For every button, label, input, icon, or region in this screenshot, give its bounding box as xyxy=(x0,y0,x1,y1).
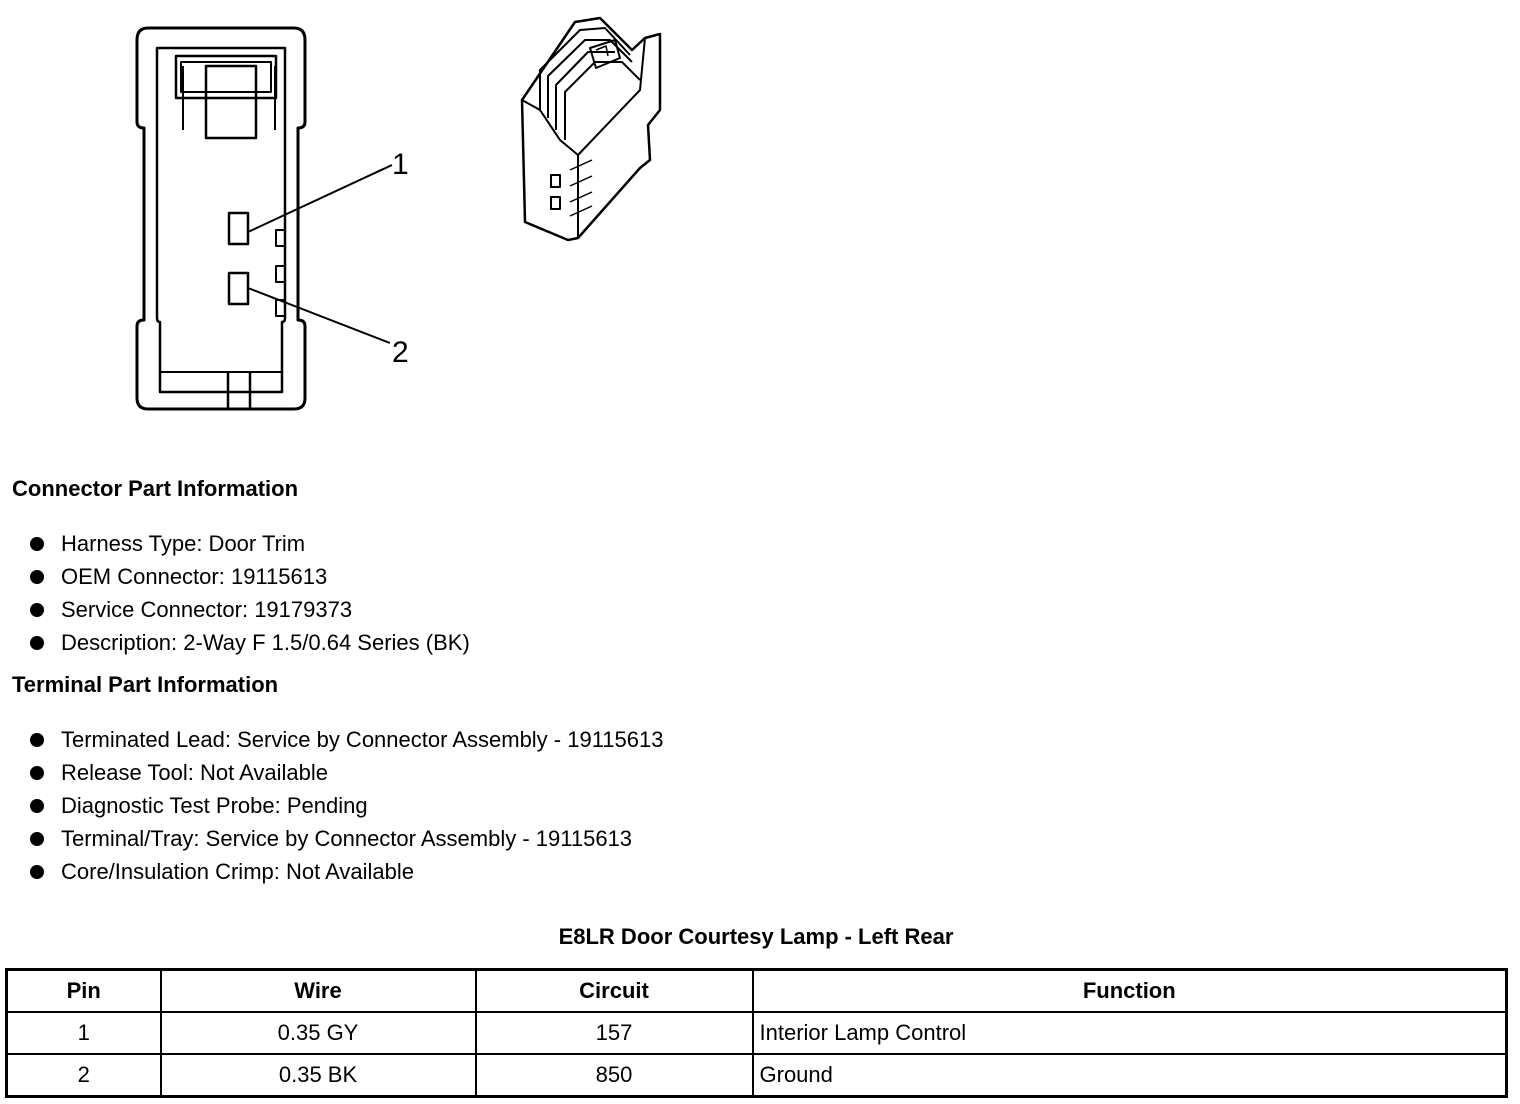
header-pin: Pin xyxy=(5,968,162,1013)
list-item: Terminated Lead: Service by Connector As… xyxy=(28,723,664,756)
callout-2: 2 xyxy=(392,336,409,369)
list-item: Release Tool: Not Available xyxy=(28,756,664,789)
bullet-icon xyxy=(30,733,44,747)
leader-line-2 xyxy=(247,287,391,344)
cell-wire: 0.35 GY xyxy=(159,1011,477,1055)
cell-function: Ground xyxy=(751,1053,1508,1098)
bullet-icon xyxy=(30,799,44,813)
table-row: 1 0.35 GY 157 Interior Lamp Control xyxy=(5,1011,1508,1055)
bullet-icon xyxy=(30,766,44,780)
callout-1: 1 xyxy=(392,148,409,181)
bullet-icon xyxy=(30,636,44,650)
cell-wire: 0.35 BK xyxy=(159,1053,477,1098)
pin-cavity-2 xyxy=(227,271,250,306)
bullet-icon xyxy=(30,865,44,879)
header-function: Function xyxy=(751,968,1508,1013)
bullet-icon xyxy=(30,603,44,617)
pin-cavity-1 xyxy=(227,211,250,246)
list-item: Description: 2-Way F 1.5/0.64 Series (BK… xyxy=(28,626,470,659)
list-item: Terminal/Tray: Service by Connector Asse… xyxy=(28,822,664,855)
terminal-info-list: Terminated Lead: Service by Connector As… xyxy=(28,723,664,888)
bullet-icon xyxy=(30,570,44,584)
bullet-icon xyxy=(30,537,44,551)
terminal-info-title: Terminal Part Information xyxy=(12,672,279,697)
pin-table: Pin Wire Circuit Function 1 0.35 GY 157 … xyxy=(5,968,1508,1098)
list-item: Diagnostic Test Probe: Pending xyxy=(28,789,664,822)
connector-diagram: 1 2 xyxy=(135,16,662,411)
cell-circuit: 850 xyxy=(474,1053,754,1098)
header-circuit: Circuit xyxy=(474,968,754,1013)
list-item: Harness Type: Door Trim xyxy=(28,527,470,560)
connector-info-title: Connector Part Information xyxy=(12,476,299,501)
cell-function: Interior Lamp Control xyxy=(751,1011,1508,1055)
connector-face-inner xyxy=(155,46,287,394)
cell-circuit: 157 xyxy=(474,1011,754,1055)
list-item: OEM Connector: 19115613 xyxy=(28,560,470,593)
connector-face-outline xyxy=(135,26,307,411)
connector-isometric xyxy=(520,16,662,242)
connector-info-list: Harness Type: Door Trim OEM Connector: 1… xyxy=(28,527,470,659)
list-item: Core/Insulation Crimp: Not Available xyxy=(28,855,664,888)
cell-pin: 1 xyxy=(5,1011,162,1055)
cell-pin: 2 xyxy=(5,1053,162,1098)
list-item: Service Connector: 19179373 xyxy=(28,593,470,626)
pin-table-title: E8LR Door Courtesy Lamp - Left Rear xyxy=(558,924,954,949)
table-header-row: Pin Wire Circuit Function xyxy=(5,968,1508,1013)
header-wire: Wire xyxy=(159,968,477,1013)
bullet-icon xyxy=(30,832,44,846)
leader-line-1 xyxy=(247,164,393,233)
table-row: 2 0.35 BK 850 Ground xyxy=(5,1053,1508,1098)
